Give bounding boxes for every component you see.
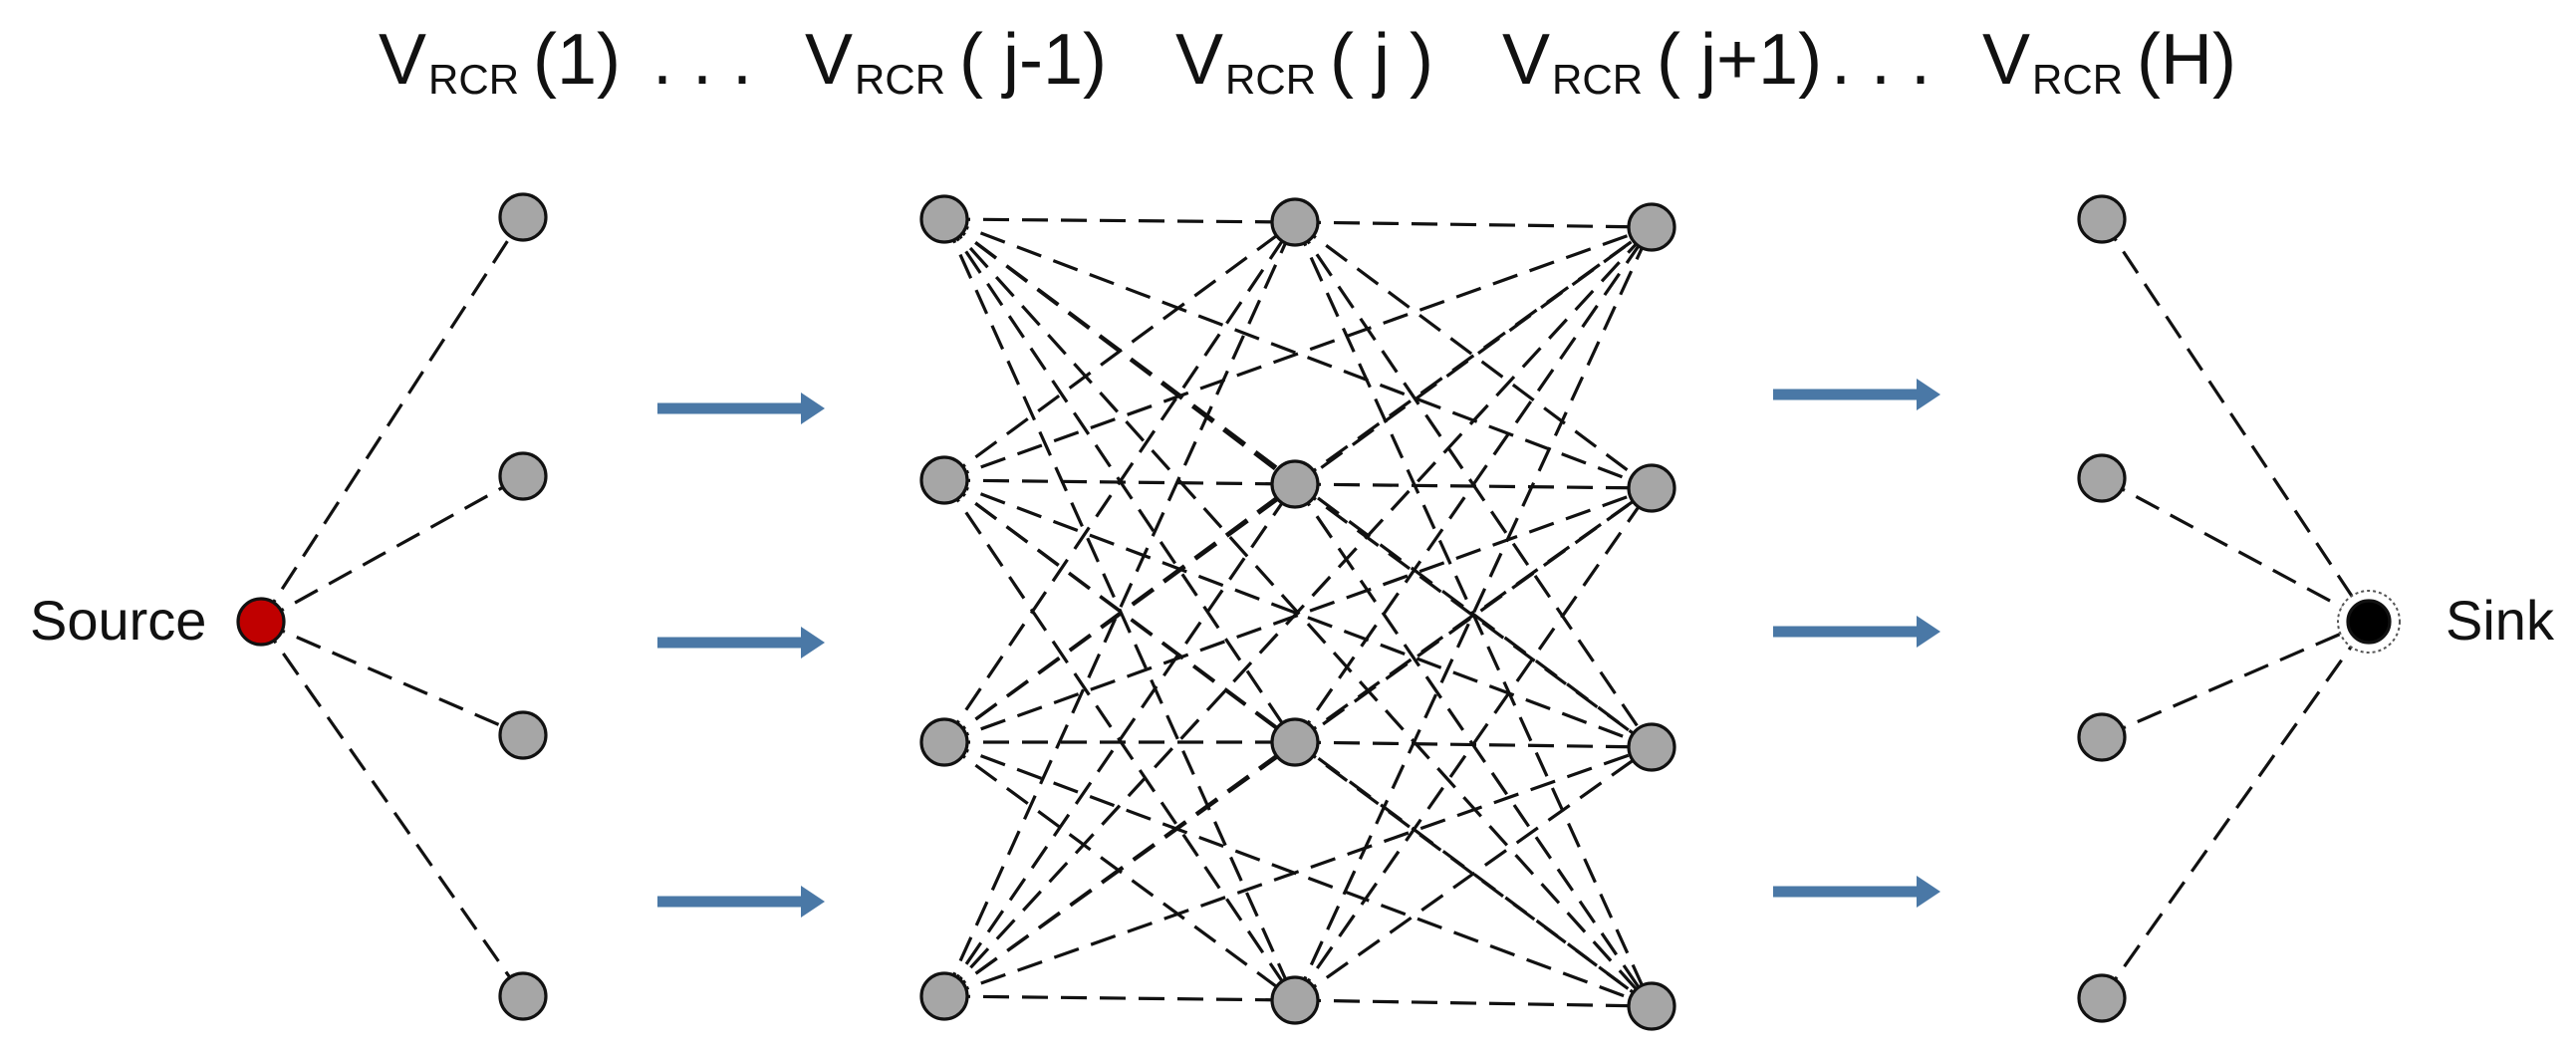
node-c1-2: [498, 451, 548, 501]
flow-arrow-right-1: [1773, 379, 1940, 410]
edge-j-to-j+1-2-1: [1294, 225, 1653, 486]
layer-header: VRCR(1) . . . VRCR( j-1) VRCR( j ) VRCR(…: [379, 20, 2236, 103]
layer-label-j: VRCR( j ): [1175, 20, 1433, 103]
edge-j-to-j+1-2-3: [1294, 482, 1653, 749]
layer-label-j-minus-1: VRCR( j-1): [805, 20, 1107, 103]
node-c5-1: [2077, 194, 2127, 244]
node-c3-4: [1270, 975, 1320, 1025]
node-c1-3: [498, 710, 548, 760]
flow-arrow-right-2: [1773, 616, 1940, 648]
sink-node: [2346, 599, 2392, 645]
sink-label: Sink: [2446, 589, 2555, 652]
edge-j-1-to-j-4-4: [943, 994, 1296, 1002]
edge-skip-1-2: [943, 217, 1653, 490]
source-label: Source: [30, 589, 206, 652]
edges: [259, 216, 2371, 1008]
edge-j-to-j+1-1-1: [1294, 220, 1653, 229]
edge-j-1-to-j-3-1: [942, 221, 1297, 743]
node-c1-1: [498, 192, 548, 242]
flow-arrows: [657, 379, 1940, 918]
edge-j-to-j+1-4-1: [1293, 226, 1654, 1001]
edge-source-1: [259, 216, 525, 623]
edge-j-to-j+1-4-2: [1293, 487, 1654, 1001]
flow-arrow-left-3: [657, 886, 825, 918]
layer-label-h: VRCR(H): [1982, 20, 2236, 103]
edge-j-to-j+1-1-2: [1294, 220, 1653, 490]
node-c4-3: [1627, 722, 1676, 772]
node-c5-3: [2077, 712, 2127, 762]
edge-skip-4-1: [942, 225, 1654, 998]
edge-sink-2: [2101, 476, 2370, 624]
nodes: [236, 192, 2401, 1031]
edge-source-2: [260, 474, 524, 624]
node-c2-3: [919, 717, 969, 767]
layer-label-1: VRCR(1): [379, 20, 621, 103]
edge-j-1-to-j-4-1: [942, 221, 1297, 997]
layer-label-j-plus-1: VRCR( j+1): [1502, 20, 1822, 103]
edge-skip-2-1: [943, 225, 1653, 482]
edge-skip-3-2: [943, 486, 1653, 744]
node-c5-2: [2077, 453, 2127, 503]
ellipsis-left: . . .: [652, 20, 752, 100]
edge-sink-1: [2100, 218, 2371, 623]
edge-source-3: [260, 620, 524, 737]
edge-j-1-to-j-2-4: [942, 479, 1297, 1001]
node-c3-1: [1270, 197, 1320, 247]
edge-j-to-j+1-3-1: [1293, 226, 1654, 743]
edge-skip-4-3: [943, 745, 1653, 998]
edge-j-to-j+1-4-3: [1294, 745, 1653, 1002]
ellipsis-right: . . .: [1831, 20, 1931, 100]
edge-skip-2-3: [943, 478, 1653, 749]
node-c2-2: [919, 455, 969, 505]
edge-sink-4: [2100, 621, 2371, 999]
node-c4-4: [1627, 981, 1676, 1031]
node-c5-4: [2077, 973, 2127, 1023]
node-c4-1: [1627, 202, 1676, 252]
flow-arrow-right-3: [1773, 876, 1940, 908]
flow-arrow-left-1: [657, 393, 825, 424]
edge-j-1-to-j-1-1: [943, 217, 1296, 224]
flow-arrow-left-2: [657, 627, 825, 659]
node-c2-1: [919, 194, 969, 244]
edge-source-4: [259, 621, 525, 997]
node-c3-2: [1270, 459, 1320, 509]
source-node: [236, 597, 286, 647]
node-c1-4: [498, 971, 548, 1021]
edge-j-1-to-j-4-2: [942, 483, 1297, 997]
edge-j-to-j+1-4-4: [1294, 998, 1653, 1008]
edge-sink-3: [2101, 620, 2370, 739]
node-c4-2: [1627, 463, 1676, 513]
node-c2-4: [919, 971, 969, 1021]
edge-skip-3-4: [943, 740, 1653, 1008]
node-c3-3: [1270, 717, 1320, 767]
edge-j-to-j+1-3-4: [1294, 740, 1653, 1008]
